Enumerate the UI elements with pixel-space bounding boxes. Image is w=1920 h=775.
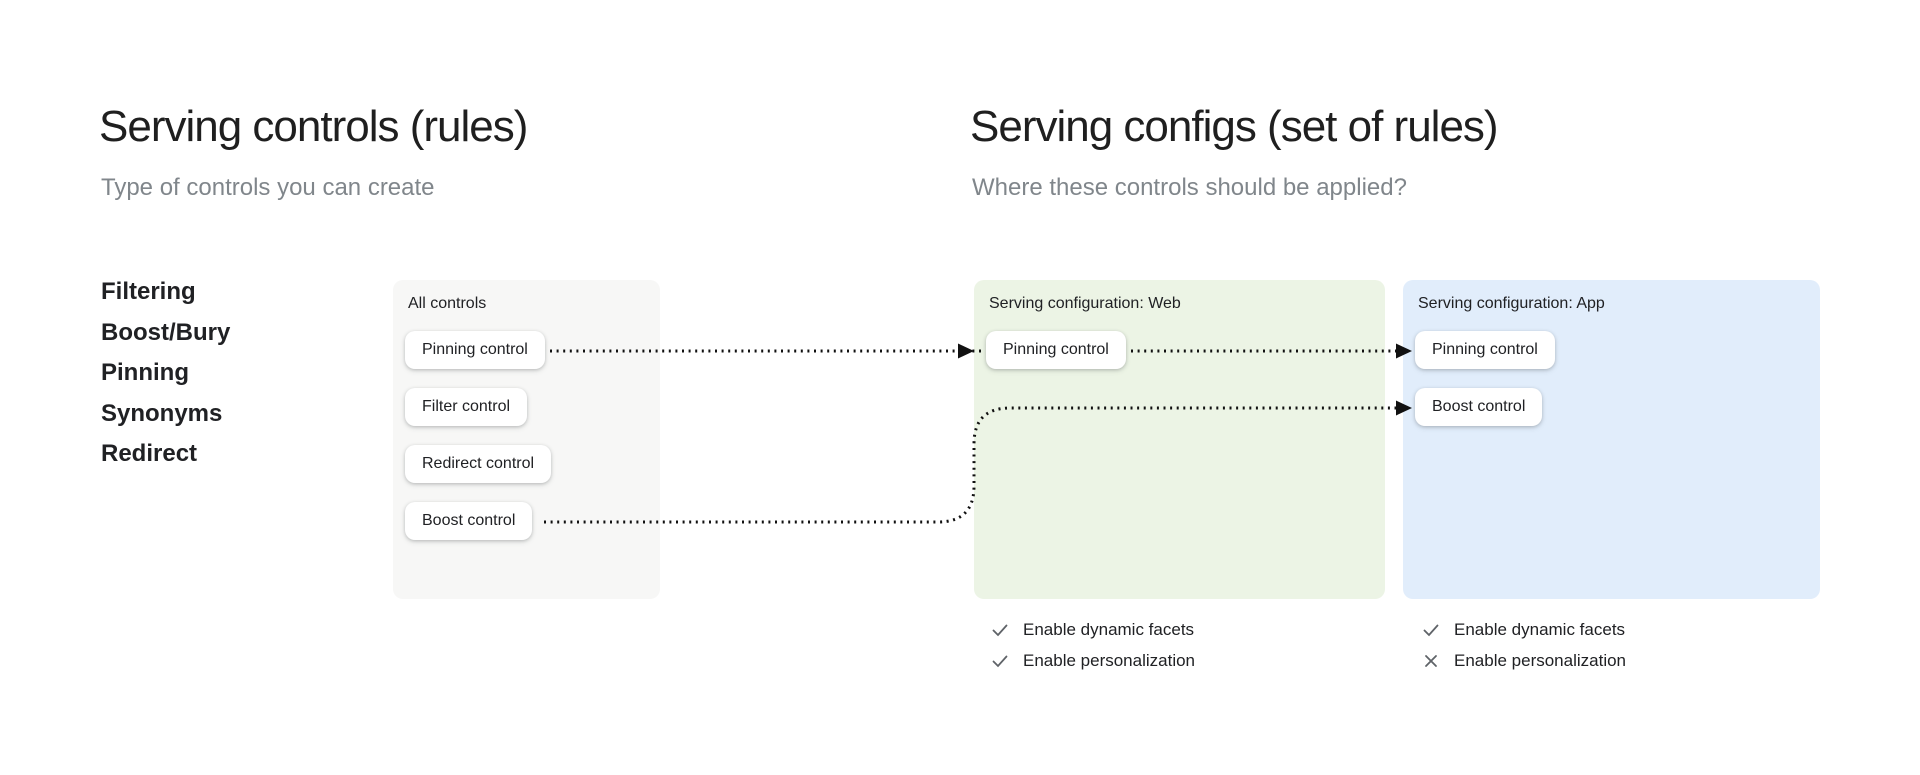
pinning-to-web-arrowhead <box>958 343 974 359</box>
control-type-boost-bury: Boost/Bury <box>101 318 231 346</box>
app-option-label: Enable personalization <box>1454 651 1627 670</box>
web-config-options: Enable dynamic facets Enable personaliza… <box>990 611 1195 673</box>
app-option-row: Enable dynamic facets <box>1421 618 1626 642</box>
app-pinning-control-chip[interactable]: Pinning control <box>1415 331 1555 369</box>
pinning-control-chip[interactable]: Pinning control <box>405 331 545 369</box>
app-option-label: Enable dynamic facets <box>1454 620 1626 639</box>
control-type-synonyms: Synonyms <box>101 399 223 427</box>
cross-icon <box>1425 655 1437 667</box>
control-type-filtering: Filtering <box>101 278 196 305</box>
check-icon <box>992 655 1008 668</box>
web-option-row: Enable dynamic facets <box>990 618 1195 642</box>
web-pinning-control-chip[interactable]: Pinning control <box>986 331 1126 369</box>
app-config-card: Serving configuration: App Pinning contr… <box>1403 280 1820 599</box>
filter-control-chip[interactable]: Filter control <box>405 388 528 426</box>
left-subtitle: Type of controls you can create <box>101 174 435 201</box>
boost-control-chip[interactable]: Boost control <box>405 502 533 540</box>
control-type-list: Filtering Boost/Bury Pinning Synonyms Re… <box>101 272 230 475</box>
app-boost-control-chip[interactable]: Boost control <box>1415 388 1543 426</box>
redirect-control-chip[interactable]: Redirect control <box>405 445 552 483</box>
right-title: Serving configs (set of rules) <box>970 102 1499 151</box>
web-chip-list: Pinning control <box>986 331 1373 369</box>
app-option-row: Enable personalization <box>1421 649 1626 673</box>
web-option-label: Enable personalization <box>1023 651 1196 670</box>
control-type-redirect: Redirect <box>101 440 198 467</box>
all-controls-chip-list: Pinning control Filter control Redirect … <box>405 331 648 540</box>
app-config-options: Enable dynamic facets Enable personaliza… <box>1421 611 1626 673</box>
web-option-row: Enable personalization <box>990 649 1195 673</box>
web-config-card-label: Serving configuration: Web <box>989 295 1181 312</box>
app-chip-list: Pinning control Boost control <box>1415 331 1808 426</box>
check-icon <box>992 624 1008 637</box>
check-icon <box>1423 624 1439 637</box>
control-type-pinning: Pinning <box>101 359 189 386</box>
all-controls-card: All controls Pinning control Filter cont… <box>393 280 660 599</box>
all-controls-card-label: All controls <box>408 295 487 312</box>
right-subtitle: Where these controls should be applied? <box>972 174 1407 201</box>
app-config-card-label: Serving configuration: App <box>1418 295 1605 312</box>
web-config-card: Serving configuration: Web Pinning contr… <box>974 280 1385 599</box>
web-option-label: Enable dynamic facets <box>1023 620 1195 639</box>
left-title: Serving controls (rules) <box>99 102 528 151</box>
